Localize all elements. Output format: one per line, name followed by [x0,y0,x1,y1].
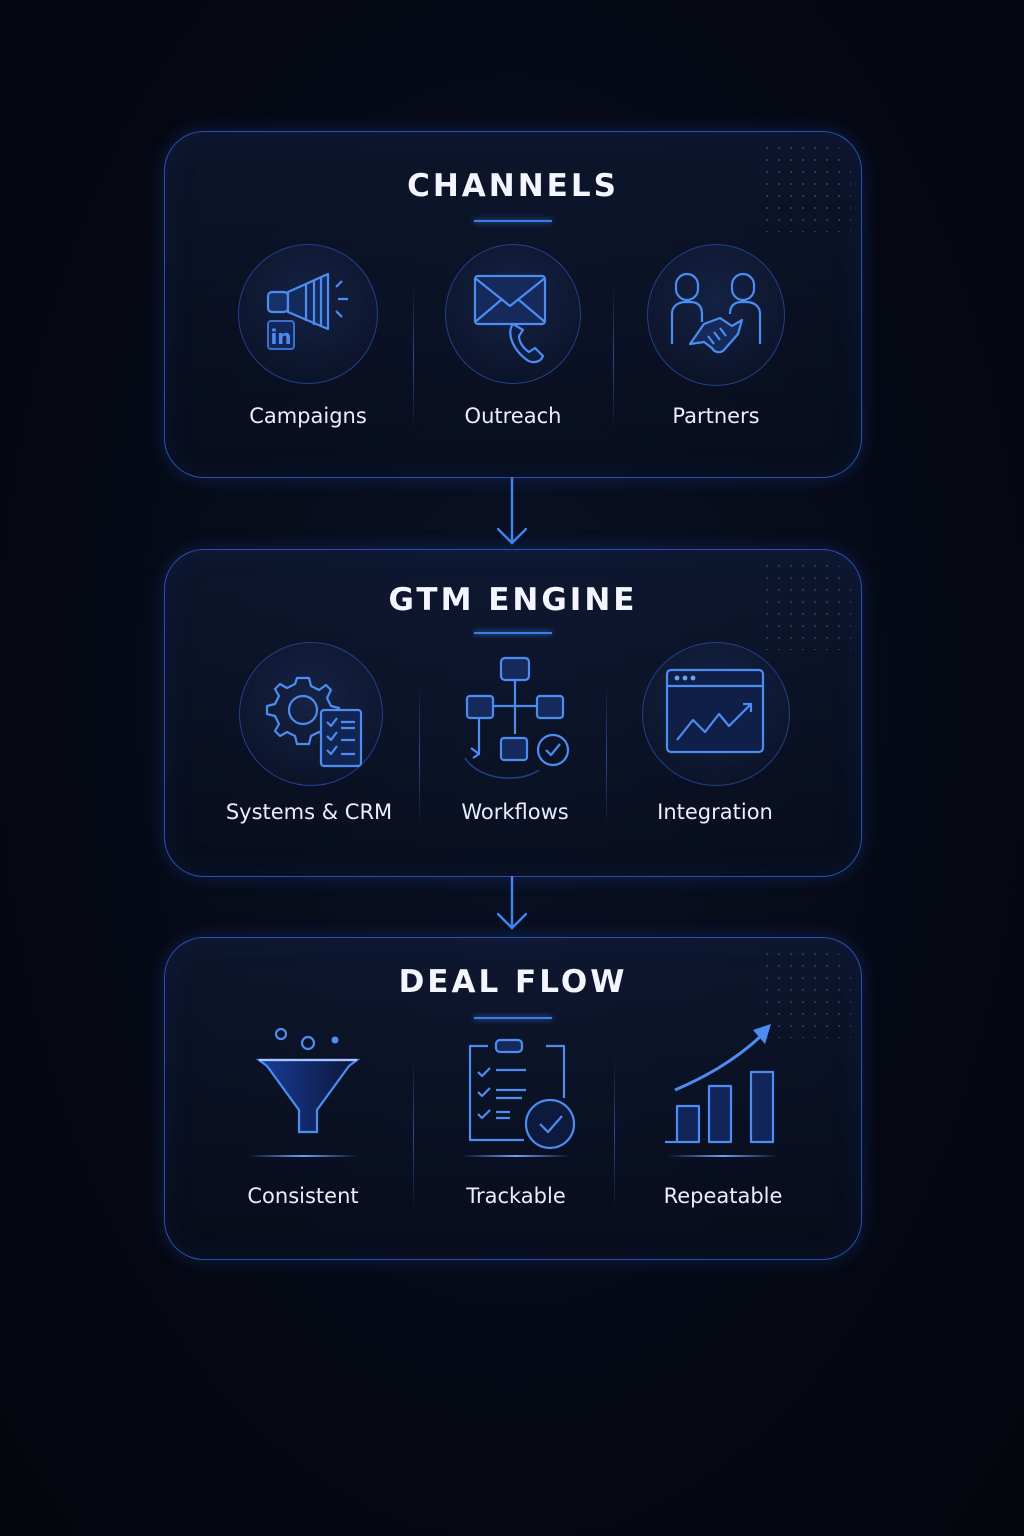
trackable-item: Trackable [416,1024,616,1224]
repeatable-item: Repeatable [623,1024,823,1224]
section-title: GTM ENGINE [388,582,638,618]
divider [413,1053,414,1213]
item-label: Trackable [466,1184,566,1208]
channels-panel: CHANNELS in Campaigns Outreach [164,131,862,478]
divider [614,1053,615,1213]
divider [613,282,614,432]
section-title: CHANNELS [407,168,619,204]
title-underline [474,632,552,634]
gtm-engine-panel: GTM ENGINE Systems & CRM [164,549,862,877]
clipboard-check-icon [468,1038,576,1150]
funnel-icon [255,1027,361,1134]
underglow [248,1155,358,1157]
underglow [668,1155,778,1157]
divider [606,680,607,830]
down-arrow-icon [497,477,527,545]
deal-flow-panel: DEAL FLOW Consistent Trackab [164,937,862,1260]
divider [419,680,420,830]
browser-chart-icon [665,668,765,754]
divider [413,282,414,432]
megaphone-linkedin-icon: in [266,272,348,350]
item-label: Integration [657,800,773,824]
down-arrow-icon [497,876,527,930]
workflow-diagram-icon [464,656,570,779]
item-label: Workflows [461,800,569,824]
partners-item: Partners [616,244,816,444]
envelope-phone-icon [473,274,547,364]
gear-checklist-icon [265,676,363,768]
systems-crm-item: Systems & CRM [209,642,409,842]
section-title: DEAL FLOW [398,964,628,1000]
workflows-item: Workflows [415,642,615,842]
icon-circle [647,244,785,386]
item-label: Repeatable [663,1184,783,1208]
consistent-item: Consistent [203,1024,403,1224]
svg-text:in: in [270,325,291,349]
title-underline [474,220,552,222]
item-label: Campaigns [249,404,367,428]
campaigns-item: in Campaigns [208,244,408,444]
growth-bars-icon [665,1024,775,1144]
handshake-people-icon [670,272,762,354]
item-label: Systems & CRM [225,800,393,824]
integration-item: Integration [615,642,815,842]
item-label: Partners [672,404,760,428]
title-underline [474,1017,552,1019]
outreach-item: Outreach [413,244,613,444]
underglow [461,1155,571,1157]
item-label: Consistent [247,1184,359,1208]
item-label: Outreach [464,404,562,428]
